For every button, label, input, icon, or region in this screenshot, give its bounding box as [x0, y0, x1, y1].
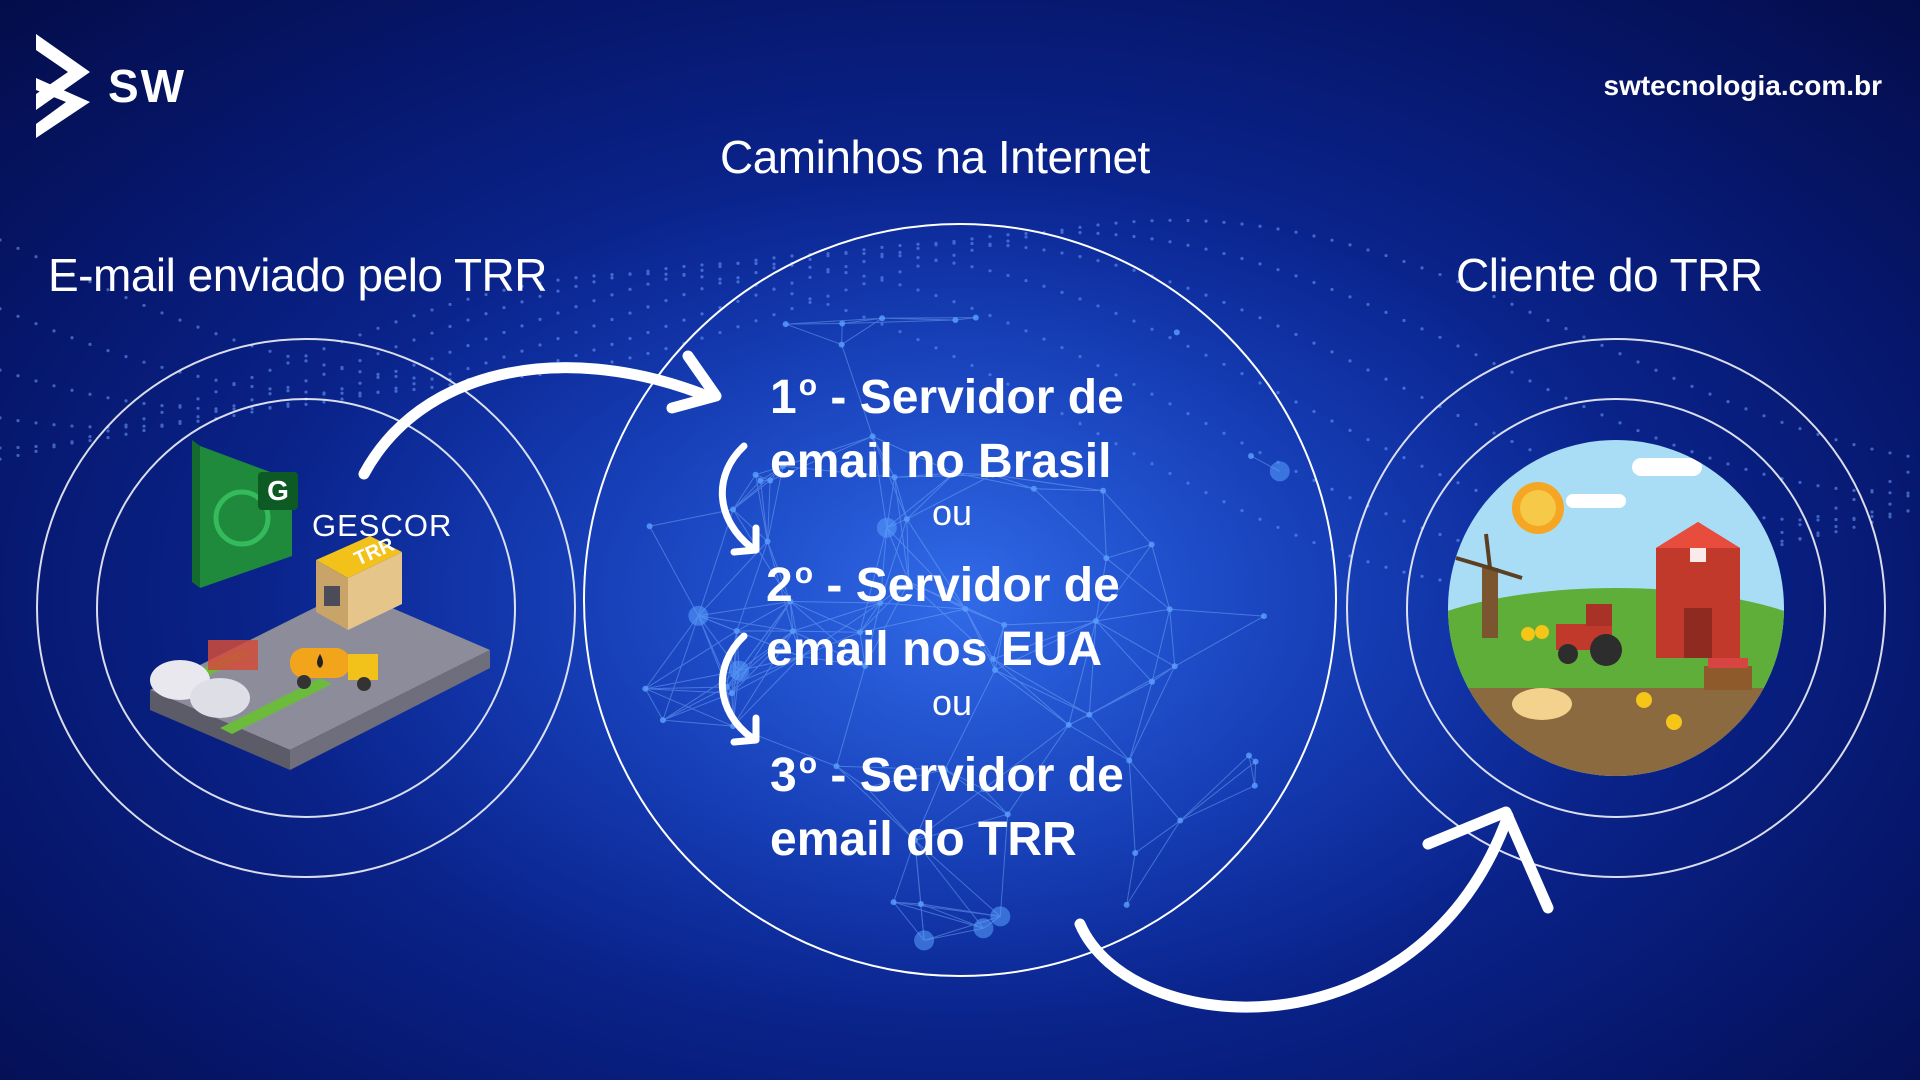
trr-depot-illustration: G TRR: [150, 440, 490, 770]
step-2-line2: email nos EUA: [766, 623, 1103, 676]
left-inner-ring: [96, 398, 516, 818]
step-3-line2: email do TRR: [770, 813, 1077, 866]
step-2-number: 2: [766, 559, 793, 612]
separator-1: ou: [932, 492, 973, 533]
step-3: 3o - Servidor de email do TRR: [770, 732, 1124, 872]
farm-client-illustration: [1448, 440, 1784, 776]
step-1-line2: email no Brasil: [770, 435, 1112, 488]
step-2: 2o - Servidor de email nos EUA: [766, 542, 1120, 682]
right-inner-ring: [1406, 398, 1826, 818]
step-3-line1: - Servidor de: [817, 749, 1124, 802]
gescor-wordmark: GESCOR: [312, 508, 452, 544]
separator-2: ou: [932, 682, 973, 723]
step-1-line1: - Servidor de: [817, 371, 1124, 424]
step-1-sup: o: [798, 369, 818, 402]
svg-text:G: G: [267, 475, 289, 506]
step-3-number: 3: [770, 749, 797, 802]
website-url[interactable]: swtecnologia.com.br: [1603, 70, 1883, 101]
logo-text: SW: [108, 60, 187, 112]
gescor-app-icon: G: [192, 440, 298, 588]
right-heading: Cliente do TRR: [1456, 249, 1763, 301]
sw-logo: SW: [32, 32, 186, 140]
sw-logo-icon: [36, 34, 90, 138]
left-heading: E-mail enviado pelo TRR: [48, 249, 548, 301]
step-2-sup: o: [794, 557, 814, 590]
right-outer-ring: [1346, 338, 1886, 878]
step-3-sup: o: [798, 747, 818, 780]
gescor-name: ESCOR: [337, 508, 453, 543]
left-outer-ring: [36, 338, 576, 878]
step-1: 1o - Servidor de email no Brasil: [770, 354, 1124, 494]
gescor-first-letter: G: [312, 508, 338, 543]
center-heading: Caminhos na Internet: [720, 131, 1150, 183]
step-2-line1: - Servidor de: [813, 559, 1120, 612]
step-1-number: 1: [770, 371, 797, 424]
